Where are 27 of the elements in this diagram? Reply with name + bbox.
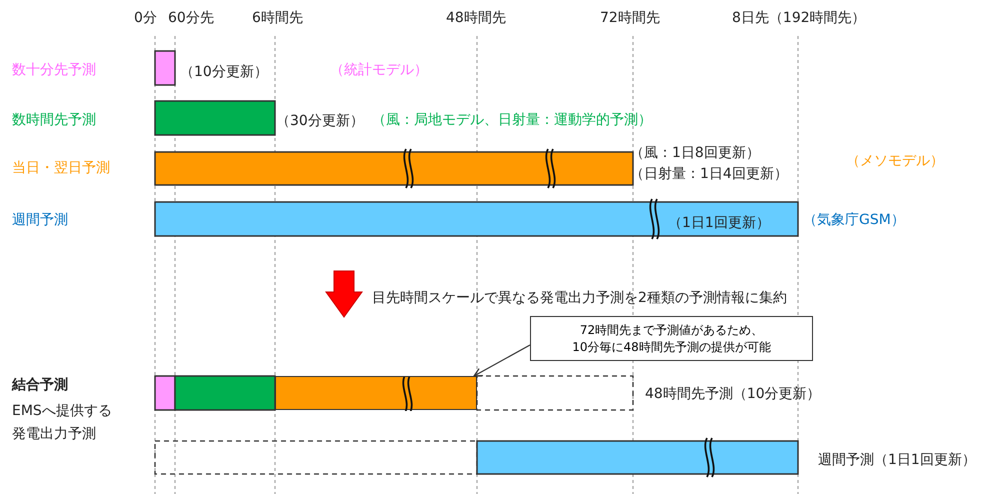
axis-label: 72時間先 (600, 9, 660, 27)
update-note: 週間予測（1日1回更新） (818, 451, 976, 469)
summary-text: 目先時間スケールで異なる発電出力予測を2種類の予測情報に集約 (372, 289, 787, 307)
callout-box: 72時間先まで予測値があるため、 10分毎に48時間先予測の提供が可能 (530, 316, 813, 361)
model-note: （メソモデル） (846, 152, 945, 171)
axis-label: 8日先（192時間先） (732, 9, 866, 27)
update-note: （1日1回更新） (668, 214, 770, 232)
update-note: （30分更新） (276, 112, 364, 130)
row-label: 数十分先予測 (12, 61, 96, 79)
model-note: （風：局地モデル、日射量：運動学的予測） (372, 111, 652, 129)
update-note: （風：1日8回更新） (630, 144, 760, 162)
axis-label: 0分 (134, 9, 157, 27)
axis-label: 48時間先 (446, 9, 506, 27)
model-note: （気象庁GSM） (803, 211, 905, 229)
row-label: 数時間先予測 (12, 111, 96, 129)
row-label: 週間予測 (12, 211, 68, 229)
forecast-bar (275, 376, 477, 410)
row-label: EMSへ提供する発電出力予測 (12, 402, 113, 444)
model-note: （統計モデル） (330, 61, 428, 79)
axis-label: 6時間先 (252, 9, 303, 27)
leader-line (473, 344, 530, 377)
update-note: （日射量：1日4回更新） (630, 165, 788, 183)
update-note: 48時間先予測（10分更新） (645, 385, 821, 403)
update-note: （10分更新） (180, 63, 268, 81)
row-label: 結合予測 (12, 376, 68, 394)
axis-label: 60分先 (168, 9, 214, 27)
row-label: 当日・翌日予測 (12, 159, 110, 177)
